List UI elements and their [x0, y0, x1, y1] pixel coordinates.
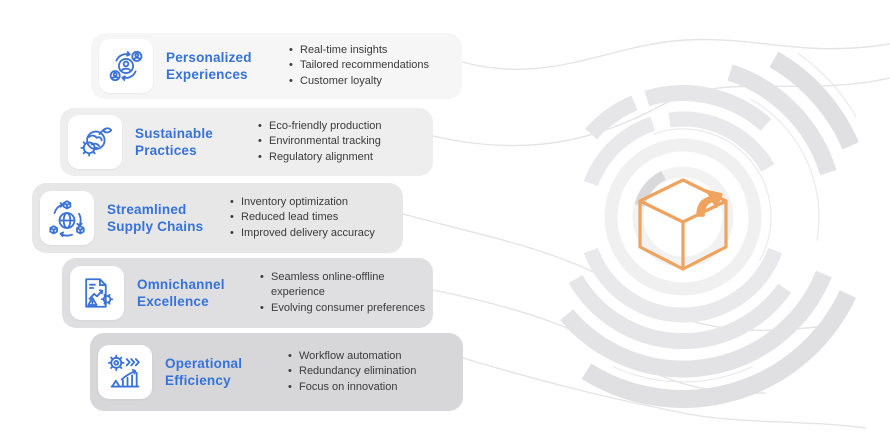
bullet-marker: • — [288, 380, 292, 393]
bullet-item: • Seamless online-offline experience — [260, 270, 428, 300]
bullet-item: • Tailored recommendations — [289, 58, 457, 73]
bullet-text: Evolving consumer preferences — [271, 301, 426, 314]
bullet-marker: • — [230, 211, 234, 224]
bullet-marker: • — [230, 226, 234, 239]
swirl-decoration — [560, 51, 859, 408]
card-streamlined-supply-chains: Streamlined Supply Chains • Inventory opt… — [32, 183, 403, 253]
bullet-text: Redundancy elimination — [299, 365, 417, 378]
bullet-text: Focus on innovation — [299, 380, 398, 393]
icon-tile — [68, 115, 122, 169]
card-operational-efficiency: Operational Efficiency • Workflow automat… — [90, 333, 463, 411]
bullet-item: • Evolving consumer preferences — [260, 301, 428, 316]
card-bullets: • Workflow automation • Redundancy elimina… — [288, 349, 456, 395]
bullet-marker: • — [258, 120, 262, 133]
gear-chart-icon — [108, 354, 140, 388]
bullet-text: Regulatory alignment — [269, 150, 373, 163]
package-box-icon — [638, 178, 728, 271]
bullet-text: Customer loyalty — [300, 74, 382, 87]
bullet-item: • Real-time insights — [289, 43, 457, 58]
bullet-text: Workflow automation — [299, 350, 402, 363]
card-title: Streamlined Supply Chains — [107, 201, 204, 235]
card-sustainable-practices: Sustainable Practices • Eco-friendly prod… — [60, 108, 433, 176]
card-title: Operational Efficiency — [165, 355, 243, 389]
doc-alert-gear-icon — [85, 278, 114, 308]
connector-line — [461, 38, 890, 70]
bullet-item: • Improved delivery accuracy — [230, 226, 398, 241]
bullet-item: • Eco-friendly production — [258, 119, 426, 134]
card-bullets: • Eco-friendly production • Environmental … — [258, 119, 426, 165]
card-omnichannel-excellence: Omnichannel Excellence • Seamless online-… — [62, 258, 433, 328]
bullet-text: Real-time insights — [300, 44, 388, 57]
bullet-marker: • — [230, 196, 234, 209]
bullet-marker: • — [260, 301, 264, 314]
eco-globe-gear-icon — [80, 127, 113, 157]
bullet-text: Improved delivery accuracy — [241, 226, 375, 239]
connector-line — [462, 357, 867, 429]
bullet-text: Reduced lead times — [241, 211, 339, 224]
icon-tile — [70, 266, 124, 320]
icon-tile — [99, 39, 153, 93]
bullet-marker: • — [258, 150, 262, 163]
bullet-text: Environmental tracking — [269, 135, 381, 148]
bullet-item: • Workflow automation — [288, 349, 456, 364]
card-personalized-experiences: Personalized Experiences • Real-time insi… — [91, 33, 462, 99]
bullet-item: • Focus on innovation — [288, 380, 456, 395]
bullet-text: Seamless online-offline experience — [271, 271, 385, 299]
bullet-marker: • — [289, 44, 293, 57]
card-bullets: • Inventory optimization • Reduced lead ti… — [230, 195, 398, 241]
bullet-item: • Redundancy elimination — [288, 364, 456, 379]
bullet-item: • Reduced lead times — [230, 210, 398, 225]
bullet-item: • Inventory optimization — [230, 195, 398, 210]
bullet-marker: • — [289, 59, 293, 72]
bullet-marker: • — [260, 271, 264, 284]
globe-boxes-icon — [49, 200, 85, 238]
bullet-item: • Regulatory alignment — [258, 150, 426, 165]
card-title: Omnichannel Excellence — [137, 276, 225, 310]
bullet-item: • Environmental tracking — [258, 134, 426, 149]
icon-tile — [40, 191, 94, 245]
bullet-item: • Customer loyalty — [289, 74, 457, 89]
bullet-marker: • — [288, 365, 292, 378]
card-bullets: • Seamless online-offline experience • Evo… — [260, 270, 428, 316]
bullet-marker: • — [258, 135, 262, 148]
bullet-text: Inventory optimization — [241, 196, 348, 209]
bullet-text: Eco-friendly production — [269, 120, 382, 133]
bullet-marker: • — [288, 350, 292, 363]
bullet-marker: • — [289, 74, 293, 87]
icon-tile — [98, 345, 152, 399]
card-title: Personalized Experiences — [166, 49, 252, 83]
users-sync-icon — [109, 50, 143, 82]
card-bullets: • Real-time insights • Tailored recommenda… — [289, 43, 457, 89]
card-title: Sustainable Practices — [135, 125, 213, 159]
bullet-text: Tailored recommendations — [300, 59, 430, 72]
